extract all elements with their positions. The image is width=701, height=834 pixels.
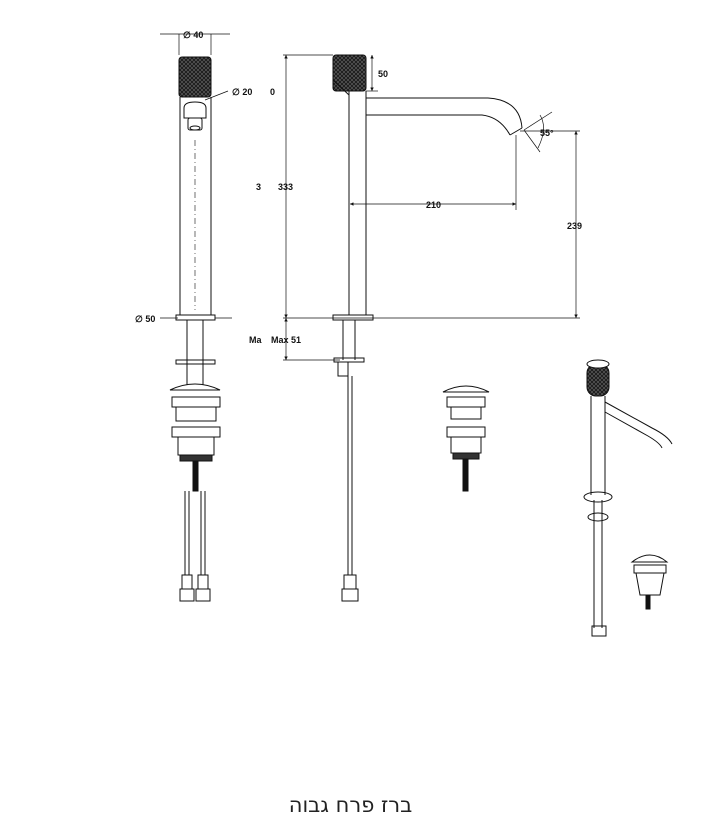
label-dim-50: 50 (378, 69, 388, 79)
label-dim-3: 3 (256, 182, 261, 192)
label-ma: Ma (249, 335, 262, 345)
label-dia-20: ∅ 20 (232, 87, 252, 97)
perspective-handle (586, 363, 610, 397)
label-dim-333: 333 (278, 182, 293, 192)
dimension-labels: ∅ 40 ∅ 20 0 ∅ 50 50 55° 3 333 210 239 Ma… (135, 30, 582, 345)
label-dia-50: ∅ 50 (135, 314, 155, 324)
side-dimensions (283, 54, 580, 361)
side-handle (332, 54, 367, 92)
product-caption: ברז פרח גבוה (288, 793, 413, 817)
front-dimensions (160, 33, 232, 319)
label-dim-239: 239 (567, 221, 582, 231)
popup-waste (442, 385, 490, 492)
front-view (169, 56, 221, 602)
label-dia-40: ∅ 40 (183, 30, 203, 40)
front-handle (178, 56, 212, 98)
label-zero: 0 (270, 87, 275, 97)
side-view (332, 54, 523, 602)
perspective-view (583, 359, 673, 637)
label-dim-210: 210 (426, 200, 441, 210)
label-angle-55: 55° (540, 128, 554, 138)
label-max-51: Max 51 (271, 335, 301, 345)
